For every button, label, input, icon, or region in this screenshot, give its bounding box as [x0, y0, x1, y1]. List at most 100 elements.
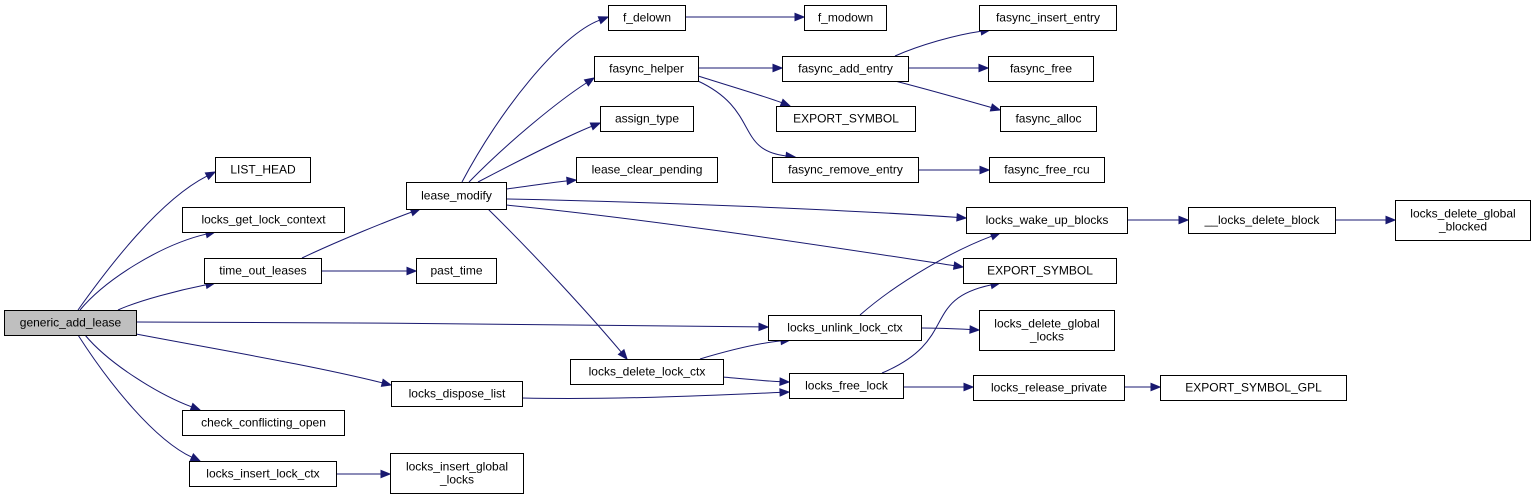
edges-layer — [77, 12, 1397, 479]
node-locks-insert-lock-ctx[interactable]: locks_insert_lock_ctx — [189, 461, 337, 487]
node-fasync-helper[interactable]: fasync_helper — [594, 56, 699, 82]
node-f-delown[interactable]: f_delown — [608, 5, 686, 31]
node-box — [979, 310, 1115, 351]
node-label: locks_delete_lock_ctx — [589, 365, 706, 379]
node-lease-clear-pending[interactable]: lease_clear_pending — [576, 157, 718, 183]
node-export-symbol-2[interactable]: EXPORT_SYMBOL — [963, 258, 1117, 284]
edge-locks-unlink-lock-ctx-to-locks-delete-global-locks — [920, 325, 981, 334]
node-box — [215, 157, 311, 183]
edge-locks-delete-lock-ctx-to-locks-free-lock — [722, 376, 791, 386]
edge-line — [77, 334, 193, 458]
node-label: locks_insert_global — [406, 460, 508, 474]
node-label: time_out_leases — [219, 264, 306, 278]
node-locks-dispose-list[interactable]: locks_dispose_list — [391, 381, 523, 407]
node-past-time[interactable]: past_time — [416, 258, 497, 284]
node-label: EXPORT_SYMBOL_GPL — [1185, 381, 1322, 395]
arrowhead-icon — [978, 63, 990, 73]
node-box — [776, 106, 916, 132]
node-box — [1188, 207, 1336, 234]
arrowhead-icon — [952, 261, 965, 270]
arrowhead-icon — [380, 469, 392, 479]
node-label: EXPORT_SYMBOL — [987, 264, 1093, 278]
node-locks-release-private[interactable]: locks_release_private — [973, 375, 1125, 401]
node-box — [1000, 106, 1097, 132]
node-locks-delete-lock-ctx[interactable]: locks_delete_lock_ctx — [570, 359, 724, 385]
node-locks-delete-global-locks[interactable]: locks_delete_global_locks — [979, 310, 1115, 351]
edge-lease-modify-to-locks-wake-up-blocks — [505, 198, 968, 222]
node-fasync-add-entry[interactable]: fasync_add_entry — [782, 56, 909, 82]
node-export-symbol-gpl[interactable]: EXPORT_SYMBOL_GPL — [1160, 375, 1347, 401]
node-label: generic_add_lease — [20, 316, 122, 330]
node-box — [600, 106, 694, 132]
node-label: _blocked — [1438, 220, 1487, 234]
edge-generic-add-lease-to-check-conflicting-open — [84, 334, 202, 411]
node-label: f_modown — [818, 11, 873, 25]
node-label: assign_type — [615, 112, 679, 126]
node-locks-free-lock[interactable]: locks_free_lock — [789, 373, 904, 399]
arrowhead-icon — [617, 348, 628, 361]
arrowhead-icon — [956, 213, 968, 222]
node-fasync-free-rcu[interactable]: fasync_free_rcu — [989, 157, 1105, 183]
node-box — [963, 258, 1117, 284]
arrowhead-icon — [1385, 215, 1397, 225]
node-generic-add-lease[interactable]: generic_add_lease — [4, 310, 137, 336]
node-box — [789, 373, 904, 399]
node-fasync-alloc[interactable]: fasync_alloc — [1000, 106, 1097, 132]
node-label: locks_delete_global — [1410, 207, 1515, 221]
edge-line — [135, 321, 760, 328]
node-assign-type[interactable]: assign_type — [600, 106, 694, 132]
node-locks-wake-up-blocks[interactable]: locks_wake_up_blocks — [966, 207, 1128, 234]
node-label: locks_delete_global — [994, 317, 1099, 331]
node-box — [772, 157, 919, 183]
edge-line — [461, 19, 600, 183]
node-label: locks_insert_lock_ctx — [206, 467, 319, 481]
node-time-out-leases[interactable]: time_out_leases — [204, 258, 322, 284]
node-fasync-insert-entry[interactable]: fasync_insert_entry — [979, 5, 1117, 31]
node-label: locks_dispose_list — [409, 387, 506, 401]
node-fasync-free[interactable]: fasync_free — [988, 56, 1094, 82]
edge-locks-wake-up-blocks-to-locks-delete-block — [1127, 215, 1190, 225]
node-label: _locks — [1029, 330, 1064, 344]
node-box — [1395, 200, 1531, 241]
arrowhead-icon — [758, 322, 770, 332]
node-locks-insert-global-locks[interactable]: locks_insert_global_locks — [390, 453, 524, 494]
edge-fasync-helper-to-export-symbol-1 — [697, 75, 792, 107]
node-locks-get-lock-context[interactable]: locks_get_lock_context — [182, 207, 345, 233]
node-label: fasync_free_rcu — [1004, 163, 1089, 177]
arrowhead-icon — [963, 382, 975, 392]
node-label: fasync_add_entry — [798, 62, 893, 76]
node-box — [570, 359, 724, 385]
edge-line — [301, 211, 412, 259]
arrowhead-icon — [189, 402, 202, 411]
node-label: past_time — [430, 264, 482, 278]
arrowhead-icon — [204, 171, 217, 181]
arrowhead-icon — [597, 16, 610, 25]
node-lease-modify[interactable]: lease_modify — [406, 182, 507, 210]
node-fasync-remove-entry[interactable]: fasync_remove_entry — [772, 157, 919, 183]
node-box — [989, 157, 1105, 183]
edge-locks-free-lock-to-locks-release-private — [902, 382, 975, 392]
node-box — [973, 375, 1125, 401]
node-box — [608, 5, 686, 31]
node-locks-delete-block[interactable]: __locks_delete_block — [1188, 207, 1336, 234]
node-label: f_delown — [623, 11, 671, 25]
arrowhead-icon — [979, 165, 991, 175]
node-export-symbol-1[interactable]: EXPORT_SYMBOL — [776, 106, 916, 132]
node-label: check_conflicting_open — [201, 416, 326, 430]
node-box — [594, 56, 699, 82]
node-locks-delete-global-blocked[interactable]: locks_delete_global_blocked — [1395, 200, 1531, 241]
arrowhead-icon — [406, 266, 418, 276]
node-locks-unlink-lock-ctx[interactable]: locks_unlink_lock_ctx — [768, 315, 922, 341]
arrowhead-icon — [779, 388, 791, 397]
edge-locks-insert-lock-ctx-to-locks-insert-global-locks — [336, 469, 392, 479]
edge-fasync-add-entry-to-fasync-free — [908, 63, 990, 73]
edge-line — [521, 391, 781, 399]
node-label: lease_clear_pending — [592, 163, 703, 177]
node-list-head[interactable]: LIST_HEAD — [215, 157, 311, 183]
node-f-modown[interactable]: f_modown — [804, 5, 887, 31]
edge-generic-add-lease-to-time-out-leases — [117, 280, 217, 311]
edge-line — [697, 80, 787, 157]
edge-line — [477, 125, 592, 183]
node-label: locks_release_private — [991, 381, 1107, 395]
node-check-conflicting-open[interactable]: check_conflicting_open — [182, 410, 345, 436]
